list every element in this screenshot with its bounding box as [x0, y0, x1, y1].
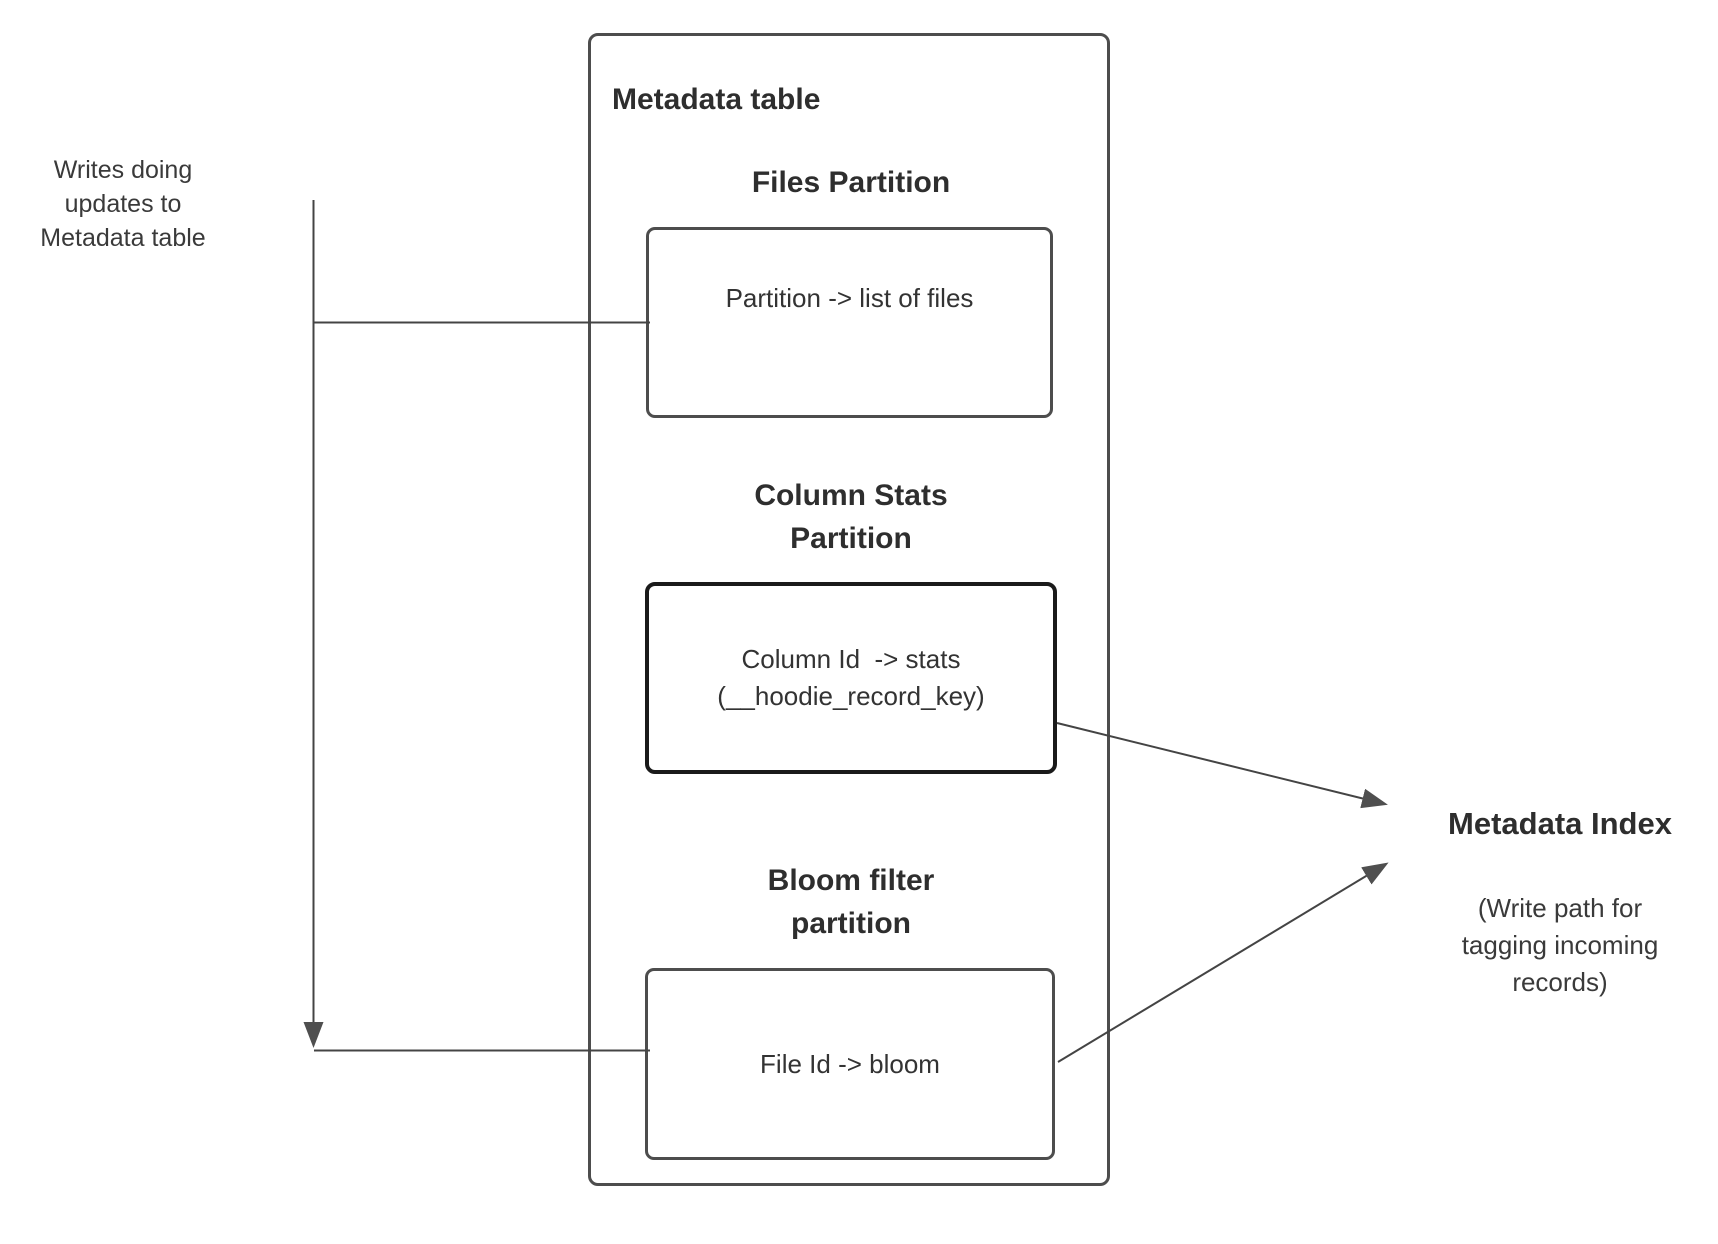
writes-note-line: updates to	[64, 190, 182, 218]
column-stats-body-line: Column Id -> stats	[741, 644, 961, 674]
bloom-filter-partition-heading: Bloom filter partition	[645, 859, 1057, 945]
metadata-table-title: Metadata table	[612, 83, 821, 116]
column-stats-partition-box: Column Id -> stats (__hoodie_record_key)	[645, 582, 1057, 774]
metadata-index-subtitle-line: (Write path for	[1477, 893, 1643, 923]
writes-note-line: Writes doing	[53, 156, 193, 184]
metadata-index-subtitle: (Write path for tagging incoming records…	[1392, 890, 1718, 1001]
files-partition-box: Partition -> list of files	[646, 227, 1053, 418]
bloom-filter-heading-line: partition	[791, 907, 911, 940]
files-partition-heading: Files Partition	[645, 161, 1057, 204]
column-stats-body-line: (__hoodie_record_key)	[717, 681, 985, 711]
column-stats-heading-line: Partition	[790, 522, 912, 555]
bloom-filter-body: File Id -> bloom	[760, 1048, 940, 1079]
column-stats-heading-line: Column Stats	[754, 479, 948, 512]
files-partition-heading-line: Files Partition	[751, 166, 951, 199]
writes-note-line: Metadata table	[40, 224, 206, 252]
bloom-filter-heading-line: Bloom filter	[767, 864, 935, 897]
metadata-index-subtitle-line: records)	[1512, 967, 1608, 997]
metadata-index-subtitle-line: tagging incoming	[1461, 930, 1659, 960]
bloom-filter-partition-box: File Id -> bloom	[645, 968, 1055, 1160]
column-stats-partition-heading: Column Stats Partition	[645, 474, 1057, 560]
metadata-index-title: Metadata Index	[1448, 806, 1672, 841]
writes-updates-note: Writes doing updates to Metadata table	[16, 153, 230, 255]
files-partition-body: Partition -> list of files	[725, 283, 974, 313]
